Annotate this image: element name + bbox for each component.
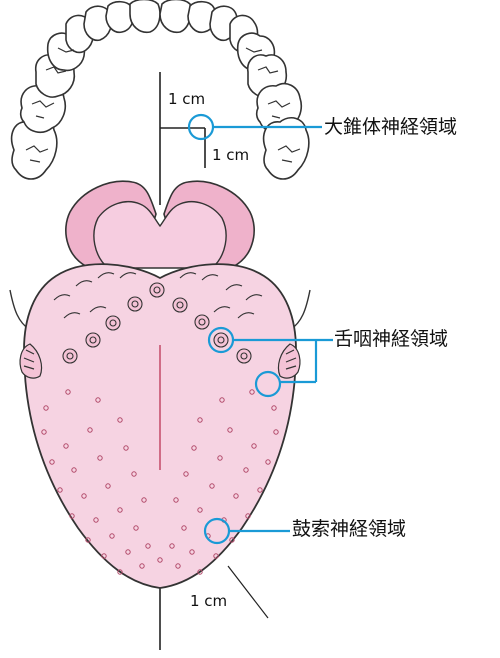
measure-label-upper-horizontal: 1 cm [212,148,249,163]
throat-inner [94,202,226,268]
label-glossopharyngeal-region: 舌咽神経領域 [334,330,448,349]
tooth-right-central-incisor [160,0,191,32]
measure-label-bottom: 1 cm [190,594,227,609]
region-circle-upper [189,115,213,139]
label-greater-petrosal-region: 大錐体神経領域 [324,118,457,137]
tooth-left-central-incisor [130,0,160,32]
label-chorda-tympani-region: 鼓索神経領域 [292,520,406,539]
measure-label-upper-vertical: 1 cm [168,92,205,107]
measure-diagonal-line [228,566,268,618]
